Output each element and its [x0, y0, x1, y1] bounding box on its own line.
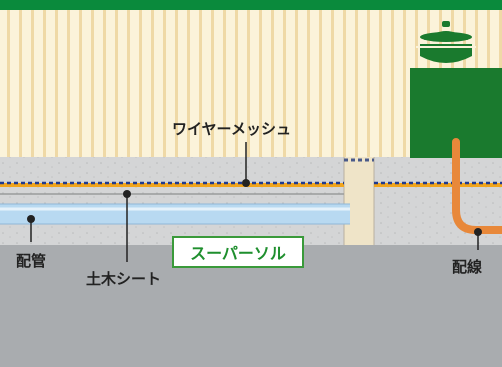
product-badge: スーパーソル	[172, 236, 304, 268]
pipe	[0, 203, 350, 225]
wire-mesh-leader	[242, 142, 250, 187]
piping-label: 配管	[16, 252, 47, 270]
civil-sheet-label: 土木シート	[86, 270, 162, 288]
wiring-label: 配線	[452, 258, 483, 276]
wire-mesh-label: ワイヤーメッシュ	[172, 120, 291, 138]
pot-icon	[416, 21, 476, 63]
wiring-leader	[474, 228, 482, 250]
piping-leader	[27, 215, 35, 242]
top-band	[0, 0, 502, 10]
concrete-slab	[0, 157, 502, 245]
wire-mesh	[0, 181, 502, 187]
civil-sheet-leader	[123, 190, 131, 262]
post	[344, 157, 374, 245]
